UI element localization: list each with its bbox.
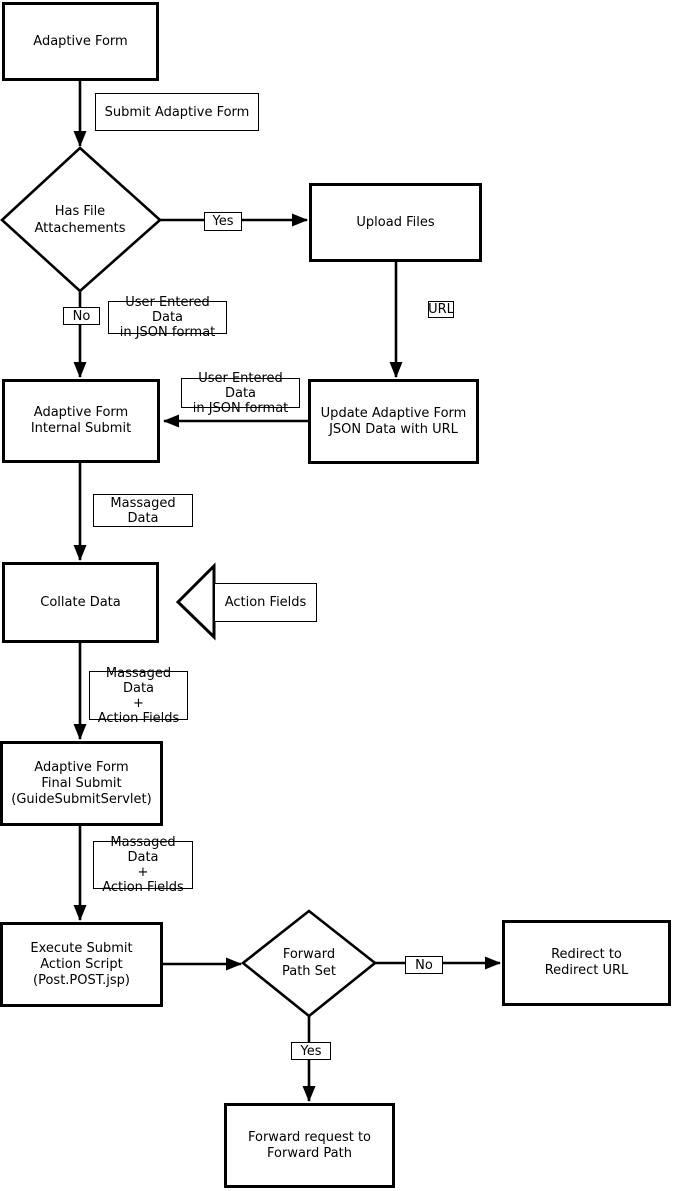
- label-user-entered-data-2: User Entered Data in JSON format: [181, 371, 300, 416]
- decision-has-file-attachements-label: Has File Attachements: [34, 204, 126, 236]
- label-massaged-plus-action-2: Massaged Data + Action Fields: [93, 835, 193, 895]
- node-adaptive-form: Adaptive Form: [2, 2, 159, 81]
- node-execute-submit-action-script: Execute Submit Action Script (Post.POST.…: [0, 922, 163, 1007]
- node-adaptive-form-final-submit: Adaptive Form Final Submit (GuideSubmitS…: [0, 741, 163, 826]
- label-yes-top: Yes: [204, 212, 242, 231]
- label-no-top: No: [63, 307, 100, 325]
- label-massaged-plus-action-1: Massaged Data + Action Fields: [89, 666, 188, 726]
- label-url: URL: [428, 301, 454, 318]
- label-no-bottom: No: [405, 956, 443, 974]
- node-adaptive-form-internal-submit: Adaptive Form Internal Submit: [2, 379, 160, 463]
- node-collate-data: Collate Data: [2, 562, 159, 643]
- label-action-fields: Action Fields: [214, 583, 317, 622]
- node-forward-request: Forward request to Forward Path: [224, 1103, 395, 1188]
- node-update-adaptive-form-json: Update Adaptive Form JSON Data with URL: [308, 379, 479, 464]
- label-massaged-data: Massaged Data: [93, 494, 193, 527]
- decision-forward-path-set-label: Forward Path Set: [281, 947, 337, 979]
- node-redirect-to-redirect-url: Redirect to Redirect URL: [502, 920, 671, 1006]
- node-upload-files: Upload Files: [309, 183, 482, 262]
- label-user-entered-data-1: User Entered Data in JSON format: [108, 295, 227, 340]
- label-yes-bottom: Yes: [291, 1042, 331, 1060]
- action-fields-arrow-triangle: [175, 562, 216, 641]
- label-submit-adaptive-form: Submit Adaptive Form: [95, 93, 259, 131]
